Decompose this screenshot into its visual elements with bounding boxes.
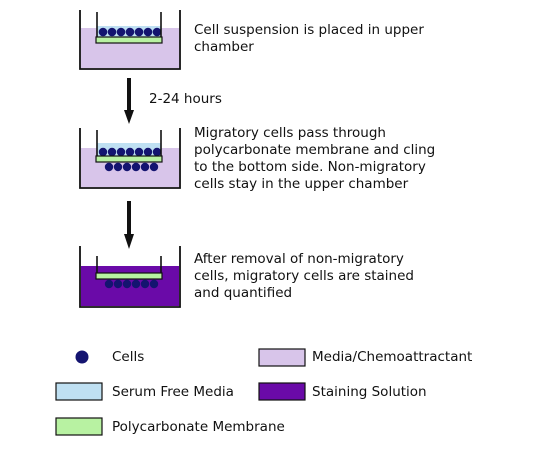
legend-staining-label: Staining Solution — [312, 384, 427, 400]
membrane — [95, 155, 163, 163]
legend-media-swatch — [258, 348, 306, 367]
membrane — [95, 36, 163, 44]
step-3-text: After removal of non-migratory cells, mi… — [194, 251, 414, 301]
cell — [134, 147, 144, 157]
legend-serum-free-swatch — [55, 382, 103, 401]
cell — [143, 27, 153, 37]
arrow-1 — [124, 78, 134, 124]
well-step-3 — [79, 246, 181, 308]
legend-membrane-label: Polycarbonate Membrane — [112, 419, 285, 435]
legend-cells-label: Cells — [112, 349, 145, 365]
cell — [140, 162, 150, 172]
cell-group — [104, 162, 159, 172]
arrow-2 — [124, 201, 134, 249]
cell — [122, 279, 132, 289]
cell — [131, 162, 141, 172]
cell — [143, 147, 153, 157]
cell — [140, 279, 150, 289]
legend-cell-swatch — [75, 350, 89, 364]
cell — [152, 27, 162, 37]
cell — [107, 27, 117, 37]
cell — [98, 27, 108, 37]
time-label: 2-24 hours — [149, 91, 222, 107]
step-2-text: Migratory cells pass through polycarbona… — [194, 125, 436, 192]
cell-group — [98, 27, 162, 37]
cell — [149, 162, 159, 172]
outer-well — [79, 246, 181, 308]
cell — [104, 279, 114, 289]
cell — [104, 162, 114, 172]
well-step-1 — [79, 10, 181, 70]
cell — [131, 279, 141, 289]
legend-media-label: Media/Chemoattractant — [312, 349, 473, 365]
cell — [113, 279, 123, 289]
cell — [125, 27, 135, 37]
membrane — [95, 272, 163, 280]
legend-serum-free-label: Serum Free Media — [112, 384, 234, 400]
cell — [107, 147, 117, 157]
cell — [98, 147, 108, 157]
outer-well — [79, 128, 181, 189]
legend-staining-swatch — [258, 382, 306, 401]
insert-wall — [96, 256, 162, 273]
legend-membrane-swatch — [55, 417, 103, 436]
insert-wall — [96, 12, 162, 37]
cell — [122, 162, 132, 172]
cell — [116, 27, 126, 37]
outer-well — [79, 10, 181, 70]
cell — [113, 162, 123, 172]
cell — [152, 147, 162, 157]
cell — [149, 279, 159, 289]
step-1-text: Cell suspension is placed in upper chamb… — [194, 22, 424, 55]
insert-wall — [96, 130, 162, 156]
cell — [134, 27, 144, 37]
cell-group — [104, 279, 159, 289]
cell — [116, 147, 126, 157]
well-step-2 — [79, 128, 181, 189]
cell-group — [98, 147, 162, 157]
cell — [125, 147, 135, 157]
